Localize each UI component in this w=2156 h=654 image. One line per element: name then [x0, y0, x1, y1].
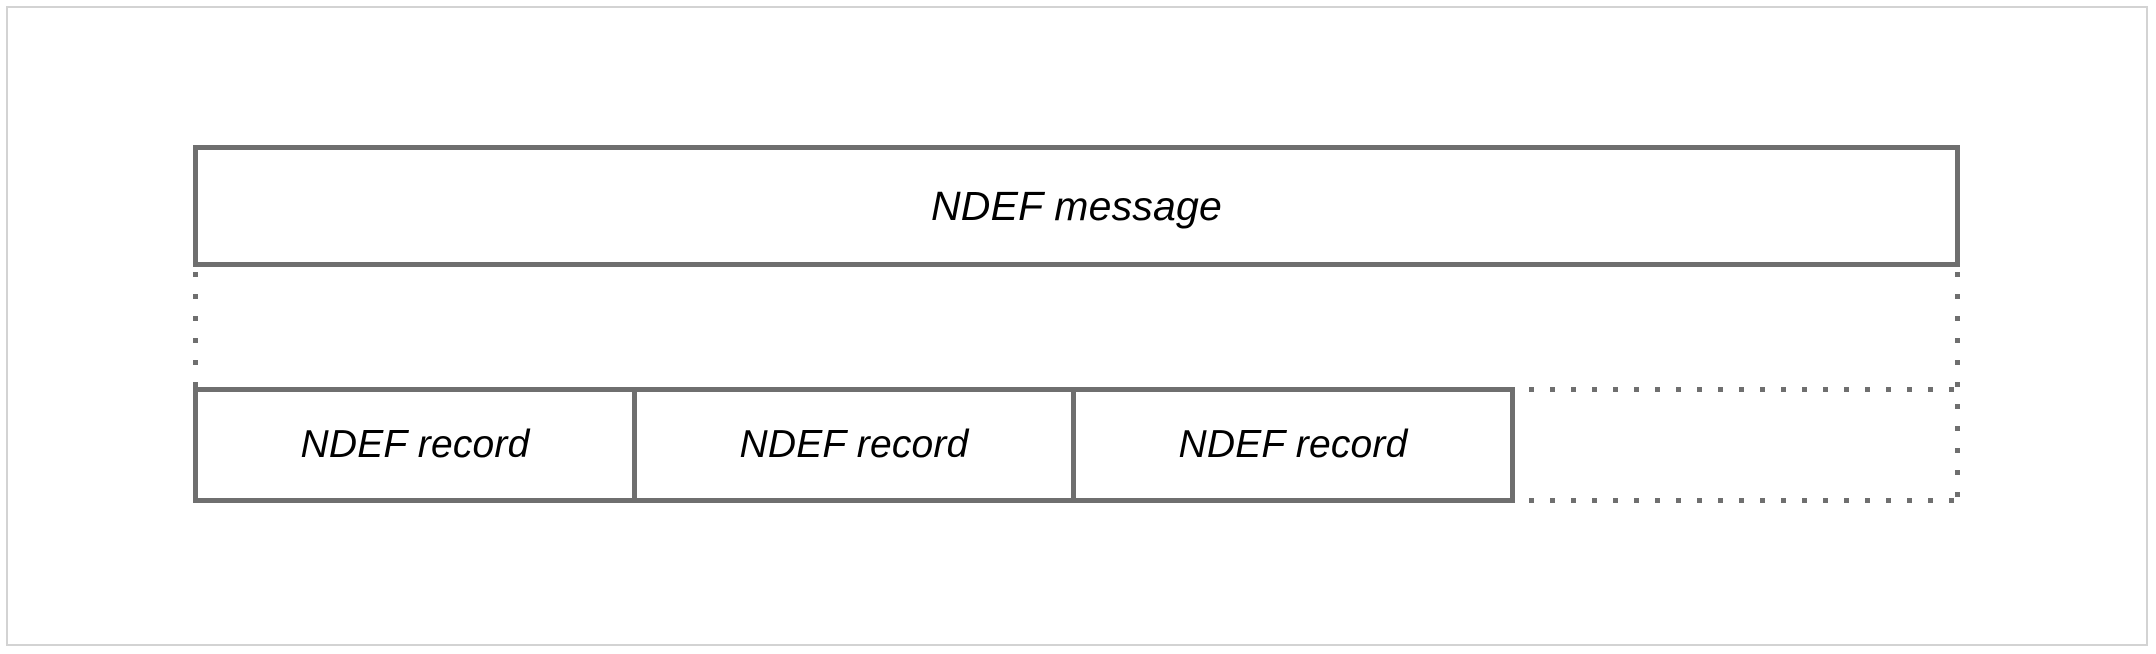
ndef-message-box: NDEF message — [193, 145, 1960, 267]
ndef-record-box: NDEF record — [632, 387, 1076, 503]
ndef-message-label: NDEF message — [930, 182, 1223, 229]
ndef-record-box: NDEF record — [1071, 387, 1515, 503]
ndef-record-label: NDEF record — [1178, 423, 1408, 466]
ndef-record-label: NDEF record — [739, 423, 969, 466]
dotted-continuation-bottom-edge — [1529, 498, 1957, 503]
ndef-record-box: NDEF record — [193, 387, 637, 503]
ndef-record-label: NDEF record — [300, 423, 530, 466]
dotted-connector-right — [1955, 272, 1960, 504]
figure-border — [6, 6, 2148, 646]
dotted-connector-left — [193, 272, 198, 390]
dotted-continuation-top-edge — [1529, 387, 1957, 392]
ndef-records-row: NDEF record NDEF record NDEF record — [193, 387, 1515, 503]
